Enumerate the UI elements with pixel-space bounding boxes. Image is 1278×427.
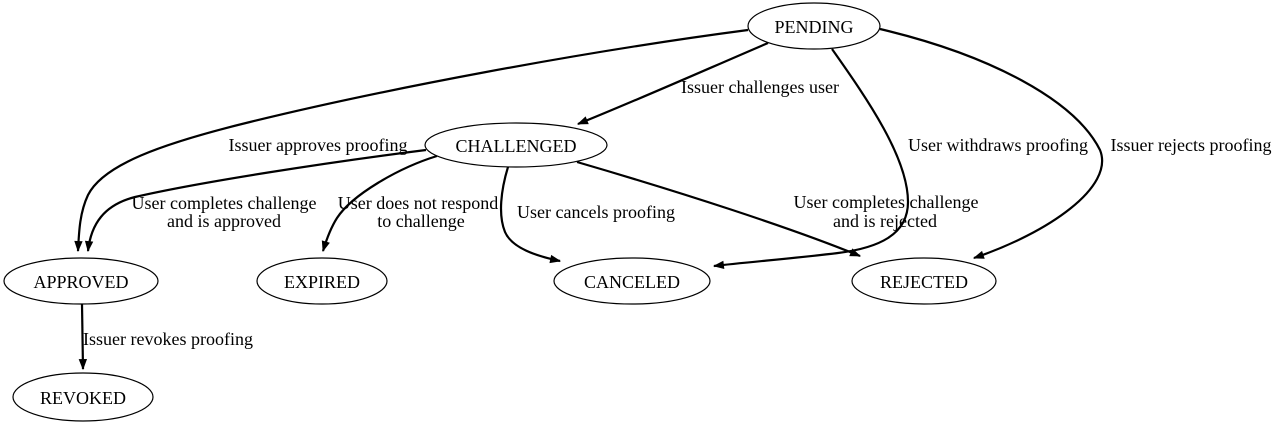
node-pending-label: PENDING bbox=[775, 17, 854, 37]
node-pending-shape bbox=[747, 2, 881, 50]
edge-pending-rejected-label: Issuer rejects proofing bbox=[1111, 135, 1272, 155]
edge-pending-approved bbox=[74, 28, 749, 253]
edge-group bbox=[74, 27, 1104, 371]
node-challenged-shape bbox=[424, 122, 608, 168]
edge-challenged-expired-label-line1: User does not respond bbox=[338, 193, 498, 213]
node-canceled-label: CANCELED bbox=[584, 272, 680, 292]
node-group: PENDING CHALLENGED APPROVED EXPIRED CANC… bbox=[3, 2, 997, 422]
node-canceled: CANCELED bbox=[553, 257, 711, 305]
node-expired: EXPIRED bbox=[256, 257, 388, 305]
edge-challenged-rejected-label-line1: User completes challenge bbox=[794, 192, 979, 212]
node-challenged-label: CHALLENGED bbox=[456, 136, 577, 156]
node-revoked: REVOKED bbox=[12, 372, 154, 422]
node-revoked-label: REVOKED bbox=[40, 388, 126, 408]
node-pending: PENDING bbox=[747, 2, 881, 50]
edge-pending-canceled bbox=[712, 48, 910, 269]
edge-pending-challenged bbox=[576, 41, 769, 126]
edge-challenged-approved-label-line2: and is approved bbox=[167, 211, 281, 231]
node-revoked-shape bbox=[12, 372, 154, 422]
node-rejected: REJECTED bbox=[851, 257, 997, 305]
edge-challenged-approved bbox=[84, 148, 427, 253]
node-approved-label: APPROVED bbox=[33, 272, 128, 292]
edge-challenged-approved-label-line1: User completes challenge bbox=[132, 193, 317, 213]
node-approved: APPROVED bbox=[3, 257, 159, 305]
edge-label-group: Issuer challenges user Issuer approves p… bbox=[83, 77, 1271, 349]
node-canceled-shape bbox=[553, 257, 711, 305]
edge-pending-challenged-label: Issuer challenges user bbox=[681, 77, 839, 97]
node-expired-shape bbox=[256, 257, 388, 305]
edge-pending-canceled-label: User withdraws proofing bbox=[908, 135, 1088, 155]
edge-challenged-canceled-label: User cancels proofing bbox=[517, 202, 675, 222]
edge-approved-revoked-label: Issuer revokes proofing bbox=[83, 329, 253, 349]
edge-pending-rejected bbox=[879, 27, 1104, 260]
edge-challenged-expired-label-line2: to challenge bbox=[377, 211, 464, 231]
node-challenged: CHALLENGED bbox=[424, 122, 608, 168]
edge-approved-revoked bbox=[78, 303, 88, 371]
edge-challenged-rejected bbox=[576, 160, 862, 258]
edge-pending-approved-label: Issuer approves proofing bbox=[229, 135, 408, 155]
node-approved-shape bbox=[3, 257, 159, 305]
node-expired-label: EXPIRED bbox=[284, 272, 360, 292]
node-rejected-shape bbox=[851, 257, 997, 305]
edge-challenged-rejected-label-line2: and is rejected bbox=[833, 211, 937, 231]
edge-challenged-expired bbox=[321, 154, 438, 253]
edge-challenged-canceled bbox=[499, 166, 562, 264]
node-rejected-label: REJECTED bbox=[880, 272, 968, 292]
